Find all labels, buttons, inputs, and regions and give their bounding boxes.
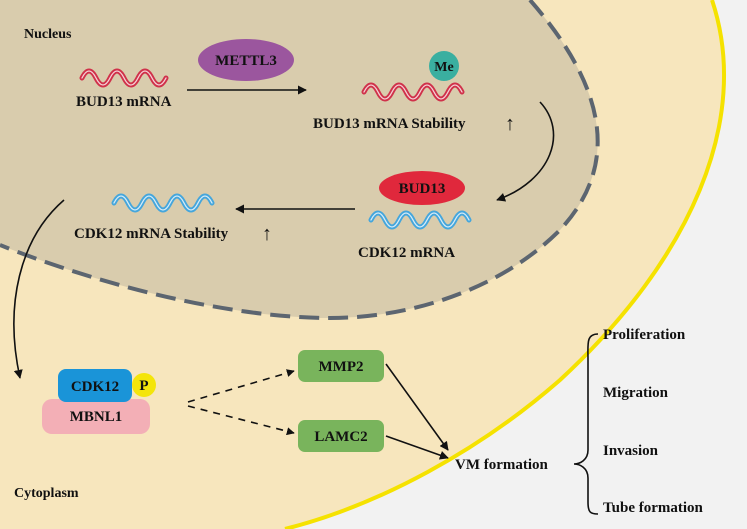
cdk12-stability-up-arrow: ↑ [262, 223, 272, 245]
mbnl1-label: MBNL1 [70, 409, 123, 425]
me-label: Me [434, 60, 453, 75]
lamc2-label: LAMC2 [314, 429, 367, 445]
phospho-label: P [139, 378, 148, 394]
phosphorylation-mark [132, 373, 156, 397]
m6a-methyl-mark [429, 51, 459, 81]
bud13-protein-label: BUD13 [399, 181, 446, 197]
cdk12-mrna-label: CDK12 mRNA [358, 245, 455, 261]
mmp2-box [298, 350, 384, 382]
nucleus-label: Nucleus [24, 27, 72, 42]
cytoplasm-label: Cytoplasm [14, 486, 79, 501]
vm-formation-label: VM formation [455, 457, 549, 473]
bud13-protein [379, 171, 465, 205]
lamc2-to-vm-arrow [385, 435, 449, 460]
outcome-proliferation: Proliferation [603, 327, 686, 343]
bud13-stability-label: BUD13 mRNA Stability [313, 116, 466, 132]
bud13-mrna-label: BUD13 mRNA [76, 94, 172, 110]
mettl3-label: METTL3 [215, 53, 277, 69]
mmp2-label: MMP2 [319, 359, 364, 375]
cell-membrane [284, 0, 726, 529]
outcome-migration: Migration [603, 385, 669, 401]
mmp2-to-vm-arrow [385, 363, 449, 451]
cdk12-stability-label: CDK12 mRNA Stability [74, 226, 229, 242]
mbnl1-protein [42, 399, 150, 434]
lamc2-box [298, 420, 384, 452]
outcome-invasion: Invasion [603, 443, 659, 459]
outcome-tube-formation: Tube formation [603, 500, 704, 516]
cdk12-protein-label: CDK12 [71, 379, 119, 395]
mettl3-enzyme [198, 39, 294, 81]
mmp2-dashed-arrow [187, 369, 295, 403]
bud13-stability-up-arrow: ↑ [505, 113, 515, 135]
bud13-translation-arrow [496, 101, 555, 202]
export-arrow [13, 199, 65, 379]
outcome-bracket [573, 333, 599, 515]
lamc2-dashed-arrow [187, 405, 295, 436]
cdk12-protein [58, 369, 132, 402]
